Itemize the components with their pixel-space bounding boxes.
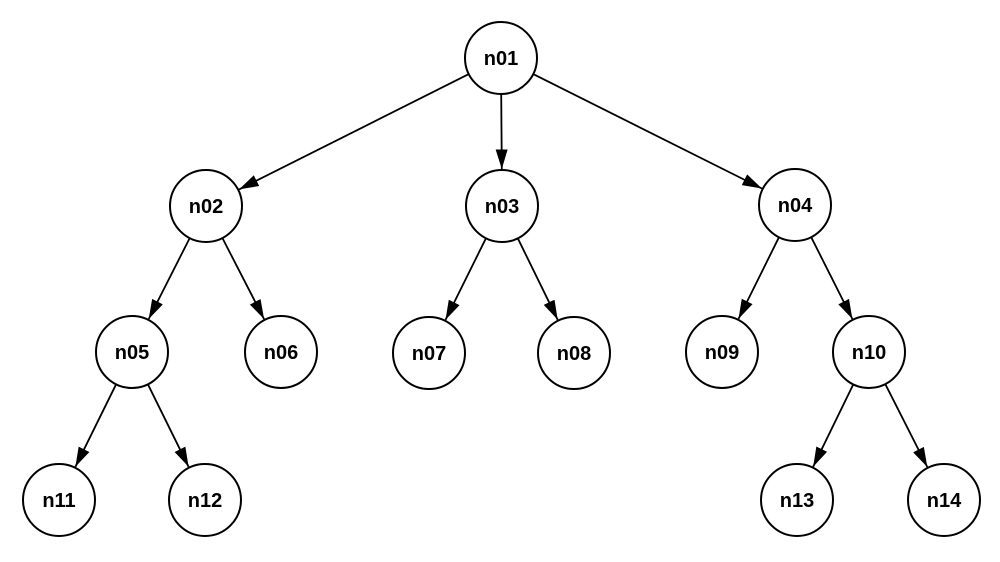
node-label-n02: n02: [189, 196, 223, 218]
node-label-n10: n10: [852, 342, 886, 364]
node-label-n13: n13: [780, 490, 814, 512]
node-circle-n11: [22, 463, 96, 537]
tree-edge-n03-n08: [516, 237, 559, 321]
node-circle-n09: [685, 315, 759, 389]
tree-edge-n01-n04: [532, 73, 763, 190]
nodes-layer: n01 n02 n03 n04 n05 n06 n07 n08 n09 n10 n11 n12 n13 n…: [22, 21, 981, 537]
tree-node-n14: n14: [907, 463, 981, 537]
tree-node-n07: n07: [392, 316, 466, 390]
node-circle-n05: [95, 315, 169, 389]
tree-node-n06: n06: [244, 315, 318, 389]
node-label-n06: n06: [264, 342, 298, 364]
node-label-n04: n04: [778, 195, 813, 217]
tree-node-n13: n13: [760, 463, 834, 537]
node-label-n08: n08: [557, 343, 591, 365]
tree-edge-n05-n12: [147, 383, 190, 468]
tree-node-n12: n12: [168, 463, 242, 537]
tree-edge-n04-n09: [737, 236, 780, 320]
tree-node-n03: n03: [465, 169, 539, 243]
tree-node-n05: n05: [95, 315, 169, 389]
node-circle-n06: [244, 315, 318, 389]
tree-node-n02: n02: [169, 169, 243, 243]
node-circle-n10: [832, 315, 906, 389]
tree-edge-n05-n11: [74, 383, 117, 468]
node-circle-n02: [169, 169, 243, 243]
node-circle-n12: [168, 463, 242, 537]
tree-node-n11: n11: [22, 463, 96, 537]
node-label-n09: n09: [705, 342, 739, 364]
tree-edge-n01-n03: [495, 93, 508, 170]
node-circle-n08: [537, 316, 611, 390]
node-label-n03: n03: [485, 196, 519, 218]
tree-node-n08: n08: [537, 316, 611, 390]
tree-node-n01: n01: [464, 21, 538, 95]
node-circle-n07: [392, 316, 466, 390]
node-label-n11: n11: [42, 490, 75, 512]
edges-layer: [74, 73, 929, 468]
node-circle-n14: [907, 463, 981, 537]
tree-edge-n02-n06: [221, 237, 265, 320]
tree-node-n10: n10: [832, 315, 906, 389]
node-circle-n13: [760, 463, 834, 537]
tree-edge-n04-n10: [810, 236, 854, 320]
tree-edge-n03-n07: [444, 237, 487, 321]
tree-edge-n10-n13: [812, 384, 855, 468]
tree-edge-n02-n05: [147, 237, 191, 320]
node-label-n12: n12: [188, 490, 222, 512]
node-label-n07: n07: [412, 343, 446, 365]
node-label-n05: n05: [115, 342, 149, 364]
node-circle-n04: [758, 168, 832, 242]
tree-node-n04: n04: [758, 168, 832, 242]
node-circle-n01: [464, 21, 538, 95]
node-label-n14: n14: [927, 490, 962, 512]
tree-node-n09: n09: [685, 315, 759, 389]
tree-edge-n10-n14: [884, 383, 929, 468]
tree-edge-n01-n02: [238, 73, 470, 191]
node-circle-n03: [465, 169, 539, 243]
node-label-n01: n01: [484, 48, 518, 70]
